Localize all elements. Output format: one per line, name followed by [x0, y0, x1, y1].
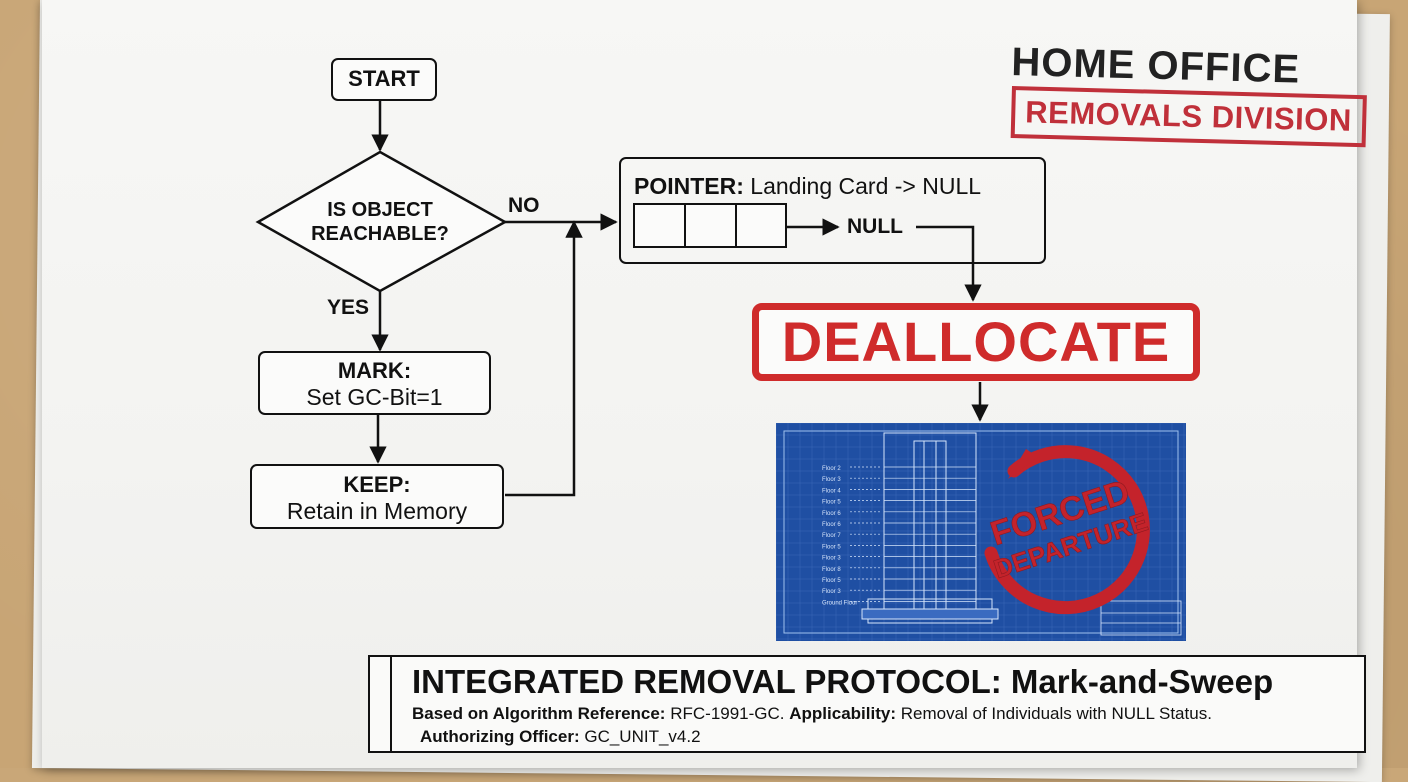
- blueprint-image: Floor 2 Floor 3 Floor 4 Floor 5 Floor 6 Floor…: [776, 423, 1186, 641]
- officer-value: GC_UNIT_v4.2: [584, 727, 701, 746]
- reference-value: RFC-1991-GC.: [670, 704, 785, 723]
- arrow-null-to-deallocate: [916, 225, 982, 302]
- pointer-heading: POINTER: Landing Card -> NULL: [634, 173, 981, 200]
- protocol-title: INTEGRATED REMOVAL PROTOCOL: Mark-and-Sw…: [412, 663, 1274, 700]
- deallocate-stamp: DEALLOCATE: [752, 303, 1200, 381]
- pointer-text: Landing Card -> NULL: [750, 173, 982, 199]
- keep-node: KEEP: Retain in Memory: [250, 464, 504, 529]
- floor-label: Floor 3: [822, 556, 841, 562]
- decision-text: IS OBJECT REACHABLE?: [290, 198, 470, 246]
- officer-label: Authorizing Officer:: [420, 727, 580, 746]
- arrow-keep-loop: [505, 220, 583, 497]
- floor-label: Floor 4: [822, 488, 841, 494]
- applicability-value: Removal of Individuals with NULL Status.: [900, 704, 1212, 723]
- floor-label: Floor 2: [822, 466, 841, 472]
- floor-label: Floor 6: [822, 522, 841, 528]
- floor-label: Floor 8: [822, 567, 841, 573]
- pointer-label: POINTER:: [634, 173, 744, 199]
- floor-label: Floor 5: [822, 578, 841, 584]
- keep-label: KEEP:: [343, 472, 411, 497]
- applicability-label: Applicability:: [789, 704, 896, 723]
- removals-division-stamp: REMOVALS DIVISION: [1010, 86, 1367, 148]
- floor-label: Floor 5: [822, 500, 841, 506]
- start-label: START: [348, 66, 420, 91]
- protocol-officer-line: Authorizing Officer: GC_UNIT_v4.2: [420, 727, 701, 747]
- decision-line-2: REACHABLE?: [311, 223, 449, 245]
- floor-label: Floor 5: [822, 544, 841, 550]
- start-node: START: [331, 58, 437, 101]
- yes-label: YES: [327, 296, 370, 319]
- protocol-divider: [390, 655, 392, 753]
- protocol-reference-line: Based on Algorithm Reference: RFC-1991-G…: [412, 704, 1212, 724]
- no-label: NO: [508, 194, 540, 217]
- floor-label: Ground Floor: [822, 600, 857, 606]
- mark-label: MARK:: [337, 358, 412, 383]
- floor-label: Floor 6: [822, 511, 841, 517]
- home-office-title: HOME OFFICE: [1010, 40, 1301, 92]
- floor-label: Floor 3: [822, 477, 841, 483]
- pointer-cells: [633, 203, 787, 248]
- decision-diamond: [255, 150, 508, 293]
- pointer-node: POINTER: Landing Card -> NULL NULL: [619, 157, 1046, 264]
- decision-line-1: IS OBJECT: [327, 199, 433, 221]
- mark-text: Set GC-Bit=1: [306, 384, 443, 410]
- reference-label: Based on Algorithm Reference:: [412, 704, 666, 723]
- null-label: NULL: [847, 215, 903, 238]
- keep-text: Retain in Memory: [286, 498, 468, 524]
- floor-label: Floor 3: [822, 589, 841, 595]
- mark-node: MARK: Set GC-Bit=1: [258, 351, 491, 415]
- protocol-box: INTEGRATED REMOVAL PROTOCOL: Mark-and-Sw…: [368, 655, 1366, 753]
- floor-label: Floor 7: [822, 533, 841, 539]
